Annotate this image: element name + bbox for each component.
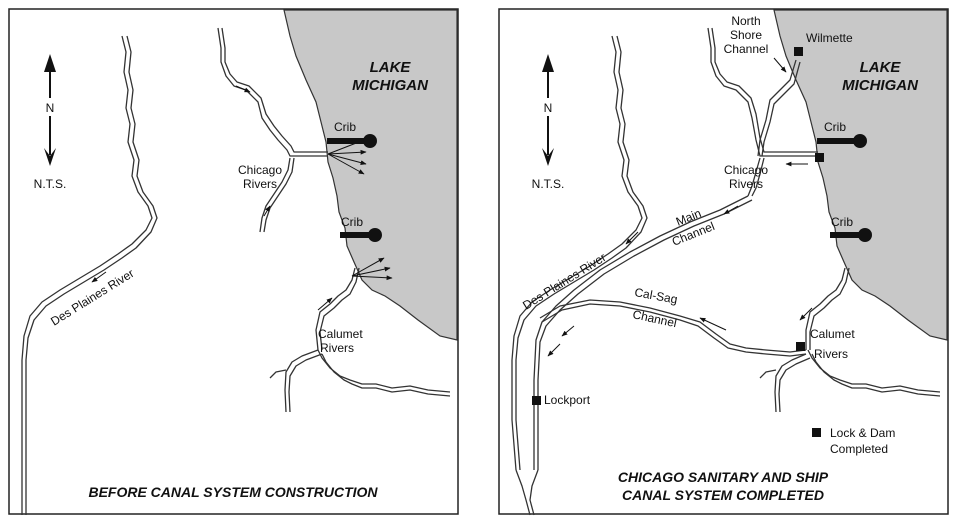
crib-top-label: Crib — [334, 120, 356, 134]
north-arrow-icon — [541, 54, 555, 166]
legend-line2: Completed — [830, 442, 888, 456]
lake-label-line2: MICHIGAN — [842, 77, 919, 94]
north-letter: N — [46, 101, 55, 115]
north-shore-label-line1: North — [731, 14, 760, 28]
chicago-rivers-network — [217, 27, 328, 233]
north-arrow-icon — [43, 54, 57, 166]
calumet-rivers-label-line1: Calumet — [318, 327, 363, 341]
des-plaines-river — [21, 35, 158, 515]
crib-bottom-label: Crib — [831, 215, 853, 229]
lock-dam-markers — [532, 47, 824, 405]
north-letter: N — [544, 101, 553, 115]
calumet-rivers-network — [269, 267, 451, 413]
crib-bottom-marker — [830, 228, 872, 242]
main-channel — [533, 195, 753, 470]
legend-line1: Lock & Dam — [830, 426, 895, 440]
caption-before: BEFORE CANAL SYSTEM CONSTRUCTION — [88, 484, 378, 500]
crib-top-marker — [817, 134, 867, 148]
lock-dam-chicago — [815, 153, 824, 162]
caption-after-line2: CANAL SYSTEM COMPLETED — [622, 487, 824, 503]
flow-arrows — [547, 57, 813, 357]
nts-label: N.T.S. — [532, 177, 565, 191]
des-plaines-river — [511, 35, 648, 516]
lockport-label: Lockport — [544, 393, 591, 407]
crib-top-marker — [327, 134, 377, 148]
chicago-rivers-network — [707, 27, 818, 197]
chicago-rivers-label-line2: Rivers — [729, 177, 763, 191]
legend: Lock & Dam Completed — [812, 426, 895, 456]
lake-label-line2: MICHIGAN — [352, 77, 429, 94]
calumet-rivers-label-line2: Rivers — [814, 347, 848, 361]
lock-dam-lockport — [532, 396, 541, 405]
lake-label-line1: LAKE — [860, 59, 902, 76]
panel-after: N N.T.S. LAKE MICHIGAN North Shore Chann… — [498, 8, 949, 516]
crib-bottom-label: Crib — [341, 215, 363, 229]
wilmette-label: Wilmette — [806, 31, 853, 45]
north-shore-label-line2: Shore — [730, 28, 762, 42]
caption-after-line1: CHICAGO SANITARY AND SHIP — [618, 469, 829, 485]
lake-label-line1: LAKE — [370, 59, 412, 76]
north-shore-label-line3: Channel — [724, 42, 769, 56]
crib-top-label: Crib — [824, 120, 846, 134]
chicago-rivers-label-line2: Rivers — [243, 177, 277, 191]
chicago-rivers-label-line1: Chicago — [238, 163, 282, 177]
chicago-rivers-label-line1: Chicago — [724, 163, 768, 177]
calumet-rivers-network — [759, 267, 941, 413]
panel-before: N N.T.S. LAKE MICHIGAN Crib Crib Chicago… — [8, 8, 459, 515]
calumet-rivers-label-line1: Calumet — [810, 327, 855, 341]
legend-lock-dam-icon — [812, 428, 821, 437]
calumet-rivers-label-line2: Rivers — [320, 341, 354, 355]
crib-bottom-marker — [340, 228, 382, 242]
lock-dam-wilmette — [794, 47, 803, 56]
lake-michigan — [773, 9, 948, 341]
lake-michigan — [283, 9, 458, 341]
nts-label: N.T.S. — [34, 177, 67, 191]
lock-dam-calumet — [796, 342, 805, 351]
